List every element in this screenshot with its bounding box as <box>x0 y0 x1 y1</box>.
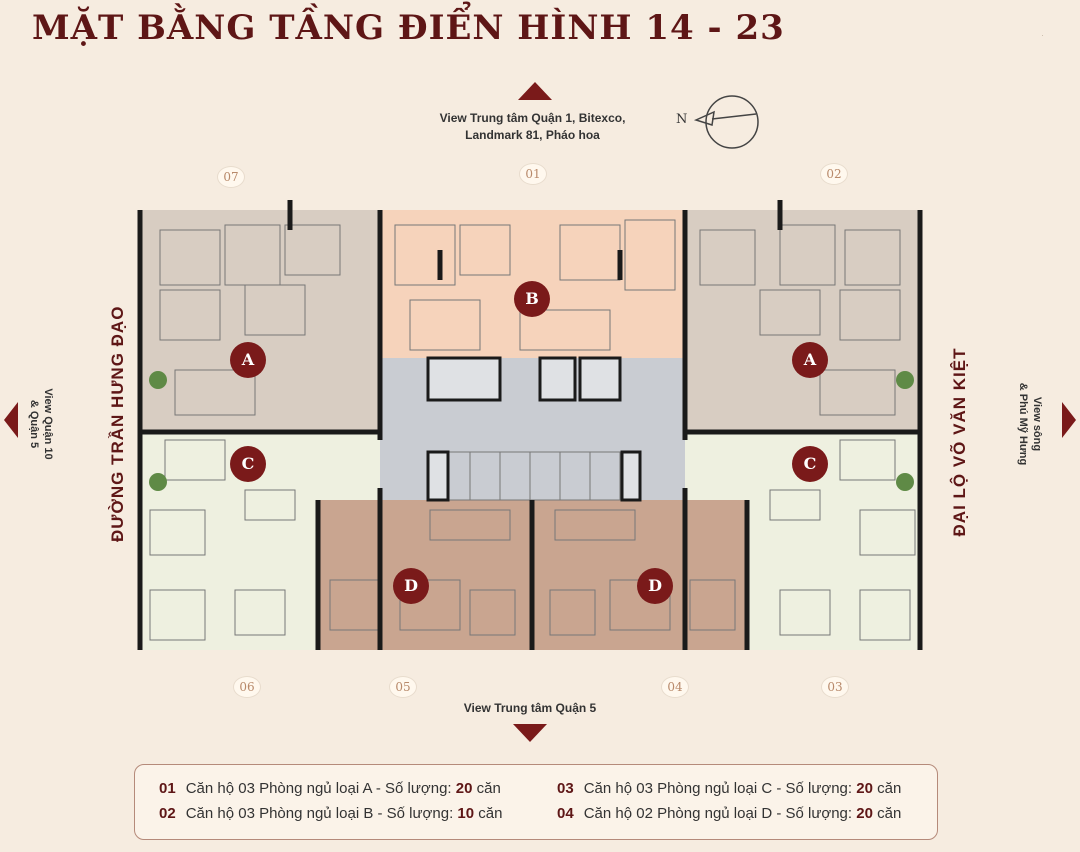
legend-item: 01 Căn hộ 03 Phòng ngủ loại A - Số lượng:… <box>159 780 501 797</box>
right-view-line-2: & Phú Mỹ Hưng <box>1017 382 1029 466</box>
legend-unit: căn <box>472 780 501 797</box>
corner-mark: · <box>1041 30 1044 40</box>
unit-type-a-right: A <box>792 342 828 378</box>
legend-item: 03 Căn hộ 03 Phòng ngủ loại C - Số lượng:… <box>557 780 901 797</box>
legend-text: Căn hộ 02 Phòng ngủ loại D - Số lượng: <box>583 805 857 822</box>
legend-count: 20 <box>455 780 473 797</box>
legend-count: 20 <box>856 780 873 797</box>
unit-number-03: 03 <box>821 676 849 698</box>
left-view-line-2: & Quận 5 <box>28 399 40 449</box>
right-view-line-1: View sông <box>1031 396 1043 452</box>
plant-icon-group <box>149 371 914 491</box>
legend-number: 03 <box>557 780 574 797</box>
unit-type-b: B <box>514 281 550 317</box>
right-view-arrow-icon <box>1062 402 1076 438</box>
left-view-label: View Quận 10 & Quận 5 <box>27 379 55 469</box>
unit-a-right-area <box>685 210 920 432</box>
unit-number-07: 07 <box>217 166 245 188</box>
legend-number: 01 <box>159 780 176 797</box>
unit-number-06: 06 <box>233 676 261 698</box>
left-view-line-1: View Quận 10 <box>42 388 54 460</box>
legend-text: Căn hộ 03 Phòng ngủ loại A - Số lượng: <box>185 780 456 797</box>
unit-type-c-right: C <box>792 446 828 482</box>
unit-number-02: 02 <box>820 163 848 185</box>
unit-type-c-left: C <box>230 446 266 482</box>
unit-type-d-right: D <box>637 568 673 604</box>
unit-number-05: 05 <box>389 676 417 698</box>
bottom-view-arrow-icon <box>513 724 547 742</box>
legend-item: 04 Căn hộ 02 Phòng ngủ loại D - Số lượng:… <box>557 805 901 822</box>
bottom-view-label: View Trung tâm Quận 5 <box>463 701 597 715</box>
unit-a-left-area <box>140 210 380 432</box>
right-view-label: View sông & Phú Mỹ Hưng <box>1016 374 1044 474</box>
legend-number: 04 <box>557 805 574 822</box>
page-title: MẶT BẰNG TẦNG ĐIỂN HÌNH 14 - 23 <box>32 8 785 48</box>
legend-unit: căn <box>474 805 503 822</box>
street-left-label: ĐƯỜNG TRẦN HƯNG ĐẠO <box>108 305 127 542</box>
legend-item: 02 Căn hộ 03 Phòng ngủ loại B - Số lượng:… <box>159 805 502 822</box>
unit-type-a-left: A <box>230 342 266 378</box>
unit-number-01: 01 <box>519 163 547 185</box>
unit-number-04: 04 <box>661 676 689 698</box>
legend-unit: căn <box>872 805 902 822</box>
top-view-arrow-icon <box>518 82 552 100</box>
top-view-label: View Trung tâm Quận 1, Bitexco, Landmark… <box>410 110 655 144</box>
compass-north-label: N <box>676 112 688 127</box>
compass-icon <box>693 95 759 149</box>
legend-box: 01 Căn hộ 03 Phòng ngủ loại A - Số lượng:… <box>134 764 938 840</box>
street-right-label: ĐẠI LỘ VÕ VĂN KIỆT <box>950 347 969 537</box>
unit-type-d-left: D <box>393 568 429 604</box>
legend-text: Căn hộ 03 Phòng ngủ loại C - Số lượng: <box>583 780 857 797</box>
left-view-arrow-icon <box>4 402 18 438</box>
top-view-line-2: Landmark 81, Pháo hoa <box>465 128 600 142</box>
legend-unit: căn <box>872 780 902 797</box>
top-view-line-1: View Trung tâm Quận 1, Bitexco, <box>439 111 626 125</box>
legend-count: 10 <box>457 805 475 822</box>
legend-count: 20 <box>856 805 873 822</box>
legend-number: 02 <box>159 805 176 822</box>
legend-text: Căn hộ 03 Phòng ngủ loại B - Số lượng: <box>185 805 458 822</box>
